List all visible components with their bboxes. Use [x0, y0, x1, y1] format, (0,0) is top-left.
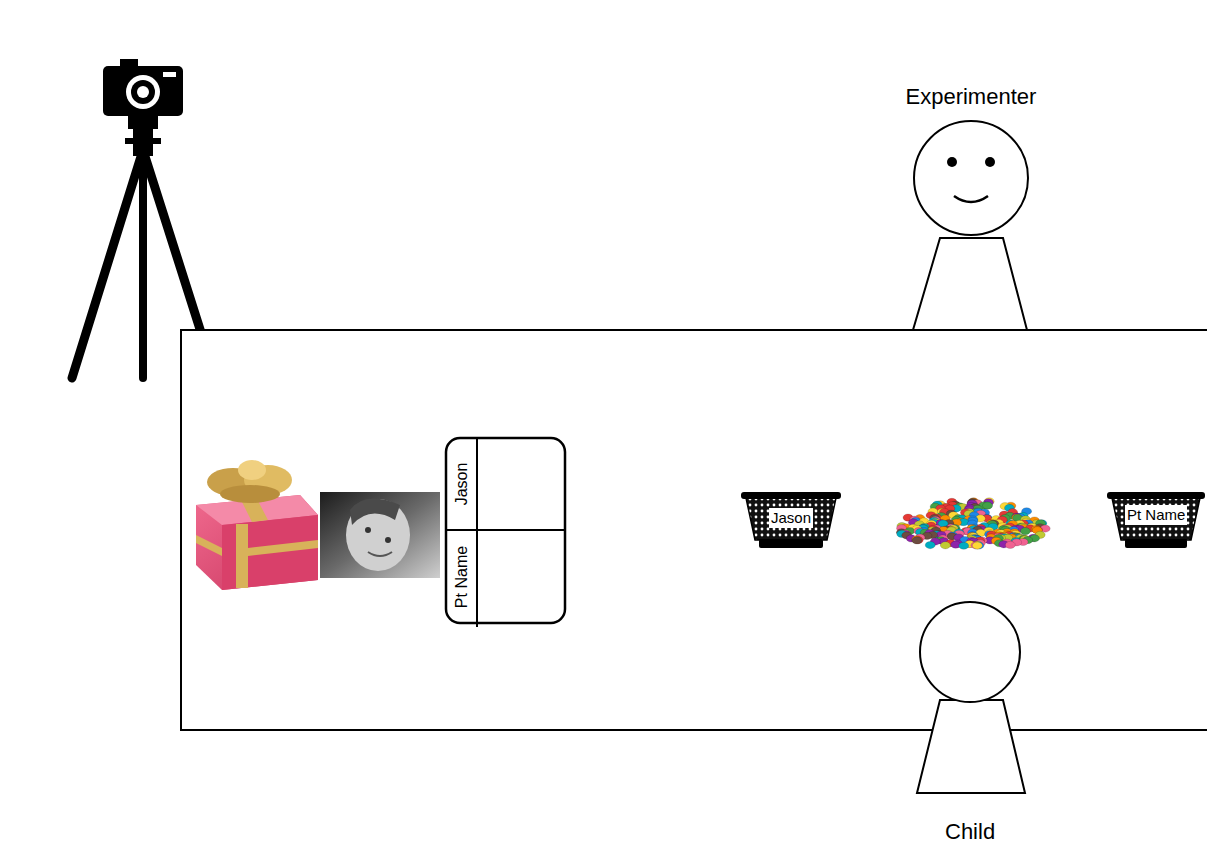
card-cell: Pt Name: [452, 546, 472, 608]
card-cell: Jason: [452, 463, 472, 506]
bowl-rim: [1107, 492, 1205, 499]
person-body: [913, 238, 1027, 330]
bowl: Jason: [741, 490, 841, 552]
person-head: [914, 121, 1028, 235]
score-card: Jason Pt Name: [445, 437, 566, 624]
bowl-body: [1112, 498, 1200, 540]
bowl-rim: [741, 492, 841, 499]
gift-box: [196, 460, 318, 590]
person-smile: [954, 196, 988, 202]
person-body: [917, 700, 1025, 793]
candy-pile: [896, 498, 1050, 550]
experimenter-figure-outline: [900, 78, 1040, 330]
bowl-base: [1125, 539, 1187, 548]
child-figure: Child: [900, 600, 1040, 846]
table: [181, 330, 1207, 730]
bowl-label: Pt Name: [1125, 505, 1187, 525]
person-eye: [985, 157, 995, 167]
experimenter-figure: Experimenter: [900, 78, 1040, 330]
child-figure-outline: [900, 600, 1040, 846]
role-label: Child: [945, 822, 995, 842]
bowl-label: Jason: [769, 508, 813, 528]
card-outline: [446, 438, 565, 623]
bowl: Pt Name: [1107, 490, 1205, 552]
role-label: Experimenter: [906, 87, 1037, 107]
bowl-base: [759, 539, 823, 548]
person-head: [920, 602, 1020, 702]
person-eye: [947, 157, 957, 167]
card-divider: [446, 529, 565, 531]
bowl-body: [746, 498, 836, 540]
card-divider: [476, 438, 478, 627]
child-photo: [320, 492, 440, 578]
